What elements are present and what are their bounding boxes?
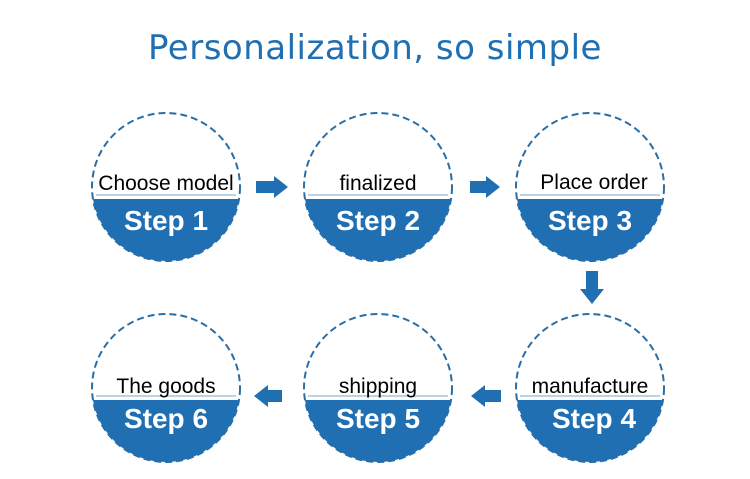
step-number: Step 5: [336, 403, 420, 434]
step-number: Step 6: [124, 403, 208, 434]
step-label: shipping: [339, 375, 417, 398]
page-title: Personalization, so simple: [148, 28, 602, 68]
step-label: manufacture: [532, 375, 649, 398]
step-number: Step 3: [548, 205, 632, 236]
arrow-down-icon: [580, 271, 604, 304]
step-label: The goods: [116, 375, 215, 398]
step-node: Choose model Step 1: [91, 112, 241, 262]
step-label: Choose model: [98, 172, 233, 195]
step-number: Step 2: [336, 205, 420, 236]
step-node: finalized Step 2: [303, 112, 453, 262]
step-node: manufacture Step 4: [515, 313, 665, 463]
arrow-right-icon: [256, 176, 288, 198]
step-number: Step 4: [552, 403, 636, 434]
step-node: shipping Step 5: [303, 313, 453, 463]
step-label: finalized: [339, 172, 416, 195]
step-node: Place order Step 3: [515, 112, 665, 262]
step-label: Place order: [540, 171, 647, 194]
step-number: Step 1: [124, 205, 208, 236]
arrow-left-icon: [254, 385, 282, 407]
arrow-left-icon: [471, 385, 501, 407]
step-node: The goods Step 6: [91, 313, 241, 463]
arrow-right-icon: [470, 176, 500, 198]
